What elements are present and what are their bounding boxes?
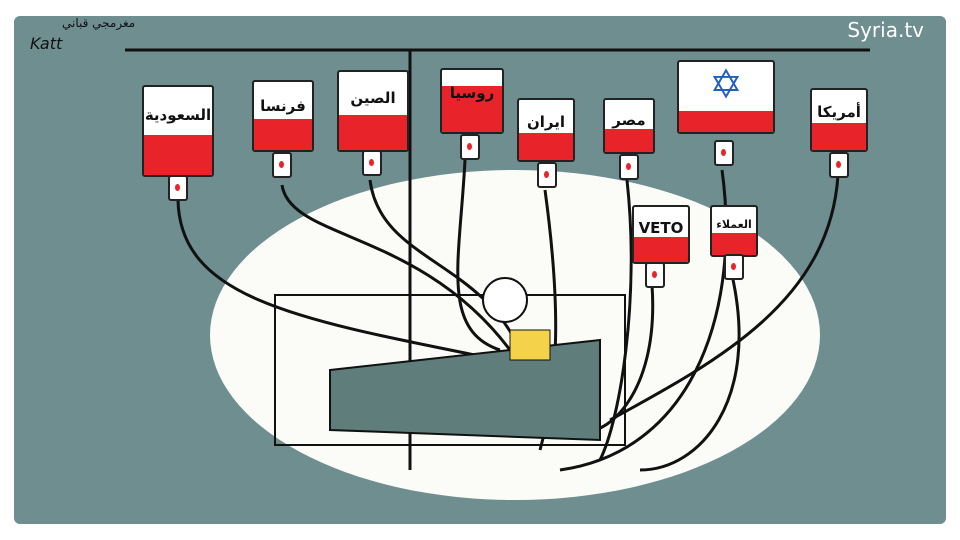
drip-chamber <box>714 140 734 166</box>
drip-chamber <box>460 134 480 160</box>
bag-label: مصر <box>612 111 646 130</box>
iv-bag-israel: ✡ <box>677 60 775 134</box>
iv-bag-egypt: مصر <box>603 98 655 154</box>
bag-label: أمريكا <box>817 103 861 122</box>
iv-bag-saudi: السعودية <box>142 85 214 177</box>
bag-label: VETO <box>638 219 684 238</box>
drip-chamber <box>362 150 382 176</box>
drip-chamber <box>537 162 557 188</box>
iv-bag-russia: روسيا <box>440 68 504 134</box>
bag-label: العملاء <box>716 217 752 231</box>
drip-chamber <box>619 154 639 180</box>
bag-label: روسيا <box>449 83 495 102</box>
drip-chamber <box>724 254 744 280</box>
iv-bag-usa: أمريكا <box>810 88 868 152</box>
bag-label: فرنسا <box>260 96 306 115</box>
bag-label: ايران <box>526 113 566 132</box>
iv-bag-veto: VETO <box>632 205 690 264</box>
drip-chamber <box>829 152 849 178</box>
drip-chamber <box>168 175 188 201</box>
bag-label: الصين <box>350 89 396 108</box>
drip-chamber <box>645 262 665 288</box>
iv-bag-china: الصين <box>337 70 409 152</box>
artist-signature: Katt <box>30 34 63 53</box>
iv-bag-other: العملاء <box>710 205 758 257</box>
artist-signature-arabic: مغرمجي قباني <box>62 16 136 30</box>
drip-chamber <box>272 152 292 178</box>
bag-label: السعودية <box>144 106 212 125</box>
iv-bag-france: فرنسا <box>252 80 314 152</box>
iv-bag-iran: ايران <box>517 98 575 162</box>
star-of-david-icon: ✡ <box>709 62 743 108</box>
watermark: Syria.tv <box>847 18 924 42</box>
